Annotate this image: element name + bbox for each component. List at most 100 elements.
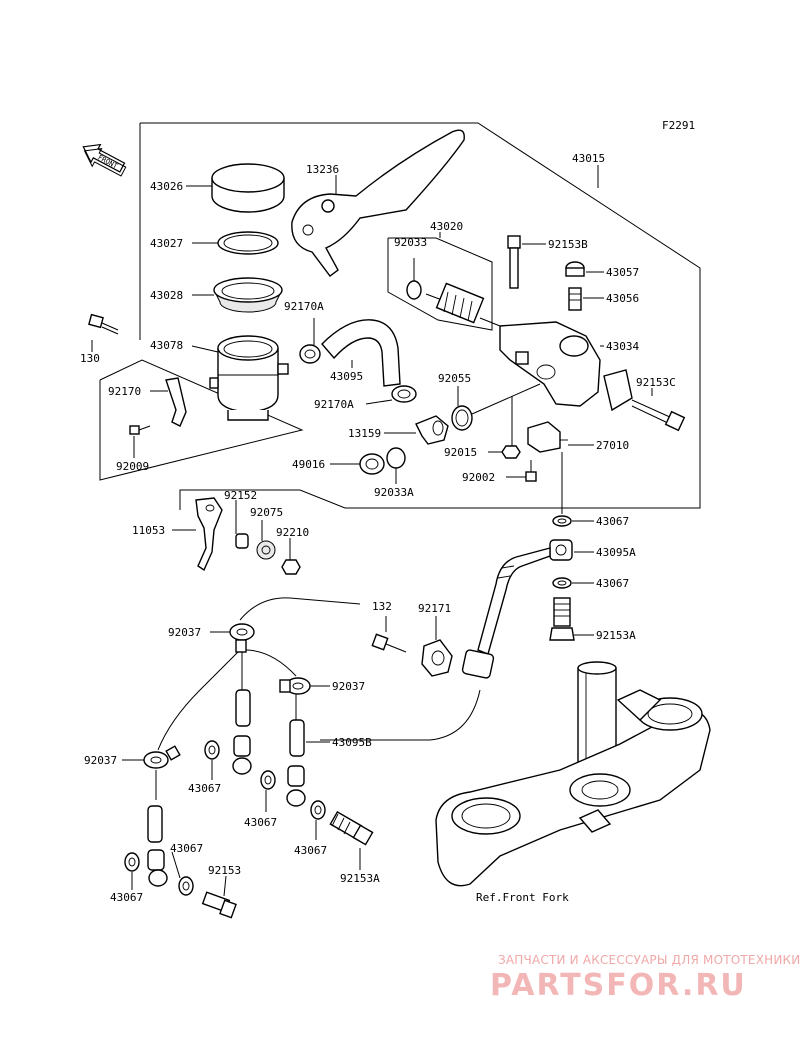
washer-43067-a [552, 515, 572, 527]
label-43020: 43020 [430, 220, 463, 233]
label-92170A-top: 92170A [284, 300, 324, 313]
label-92153B: 92153B [548, 238, 588, 251]
label-43027: 43027 [150, 237, 183, 250]
elbow-fitting [415, 415, 449, 445]
label-43095A: 43095A [596, 546, 636, 559]
front-arrow-icon: FRONT [82, 143, 127, 177]
label-92153A: 92153A [340, 872, 380, 885]
reference-front-fork: Ref.Front Fork [476, 891, 569, 904]
label-49016: 49016 [292, 458, 325, 471]
label-92210: 92210 [276, 526, 309, 539]
label-92075: 92075 [250, 506, 283, 519]
label-43057: 43057 [606, 266, 639, 279]
label-43015: 43015 [572, 152, 605, 165]
label-43067-a: 43067 [596, 515, 629, 528]
assembly-outline [140, 122, 701, 510]
label-92037-a: 92037 [168, 626, 201, 639]
label-92171: 92171 [418, 602, 451, 615]
label-92009: 92009 [116, 460, 149, 473]
label-27010: 27010 [596, 439, 629, 452]
screw-92009 [129, 425, 151, 435]
nut-92015 [501, 445, 521, 459]
reservoir-hose [321, 319, 401, 387]
hose-grommet [461, 649, 495, 679]
bolt-130 [88, 313, 119, 335]
reservoir-subbox [99, 359, 304, 481]
label-43067-d: 43067 [244, 816, 277, 829]
washer-43067-b [552, 577, 572, 589]
hose-clamp [391, 385, 417, 403]
label-92033: 92033 [394, 236, 427, 249]
banjo-fitting-92037-c [143, 745, 181, 769]
label-43056: 43056 [606, 292, 639, 305]
grommet-49016 [359, 453, 385, 475]
label-43078: 43078 [150, 339, 183, 352]
lower-brake-lines [155, 597, 481, 800]
label-11053: 11053 [132, 524, 165, 537]
washer-43067-e [310, 800, 326, 820]
nut-92210 [281, 559, 301, 575]
label-92152: 92152 [224, 489, 257, 502]
banjo-bolt-92153 [201, 891, 237, 919]
piston-kit-box [387, 237, 493, 331]
circlip-92033 [406, 280, 422, 300]
banjo-bolt-92153A-lower [329, 810, 374, 846]
reservoir-body [209, 335, 289, 421]
hose-clamp-92171 [421, 639, 453, 677]
hose-clamp-top [299, 344, 321, 364]
piston-assembly [425, 282, 501, 327]
label-43095: 43095 [330, 370, 363, 383]
brake-hose-43095B [147, 689, 306, 887]
banjo-bolt-92153A [549, 597, 575, 641]
watermark-tagline: ЗАПЧАСТИ И АКСЕССУАРЫ ДЛЯ МОТОТЕХНИКИ [498, 953, 800, 967]
banjo-fitting-92037-b [279, 677, 311, 695]
label-92015: 92015 [444, 446, 477, 459]
label-92055: 92055 [438, 372, 471, 385]
watermark-brand: PARTSFOR.RU [490, 968, 747, 1003]
collar-92152 [235, 533, 249, 549]
reservoir-cap [211, 163, 285, 213]
label-92037-c: 92037 [84, 754, 117, 767]
label-132: 132 [372, 600, 392, 613]
washer-43067-d [260, 770, 276, 790]
brake-lever [291, 129, 465, 277]
bleeder-valve [568, 287, 582, 311]
bracket-11053 [195, 497, 223, 572]
label-43067-e: 43067 [294, 844, 327, 857]
label-43026: 43026 [150, 180, 183, 193]
label-43034: 43034 [606, 340, 639, 353]
label-92002: 92002 [462, 471, 495, 484]
label-43028: 43028 [150, 289, 183, 302]
label-13159: 13159 [348, 427, 381, 440]
label-92170A: 92170A [314, 398, 354, 411]
o-ring-92055 [451, 405, 473, 431]
label-92153: 92153 [208, 864, 241, 877]
label-13236: 13236 [306, 163, 339, 176]
master-cylinder-body [499, 321, 633, 412]
bleeder-cap [565, 261, 585, 277]
washer-43067-c [204, 740, 220, 760]
brake-switch [527, 421, 568, 453]
bolt-92153C [631, 399, 686, 432]
label-92033A: 92033A [374, 486, 414, 499]
damper-92075 [256, 540, 276, 560]
circlip-92033A [386, 447, 406, 469]
washer-43067-g [178, 876, 194, 896]
bolt-132 [371, 633, 407, 653]
label-43067-b: 43067 [596, 577, 629, 590]
banjo-fitting-92037-a [229, 623, 255, 653]
label-130: 130 [80, 352, 100, 365]
label-43095B: 43095B [332, 736, 372, 749]
label-92170: 92170 [108, 385, 141, 398]
label-43067-f: 43067 [110, 891, 143, 904]
front-fork-triple-clamp [435, 661, 711, 887]
label-43067-g: 43067 [170, 842, 203, 855]
reservoir-diaphragm [213, 277, 283, 313]
bracket-92170 [165, 377, 187, 427]
label-92037-b: 92037 [332, 680, 365, 693]
label-92153C: 92153C [636, 376, 676, 389]
washer-43067-f [124, 852, 140, 872]
bolt-92153B [507, 235, 521, 289]
reservoir-gasket [217, 231, 279, 255]
